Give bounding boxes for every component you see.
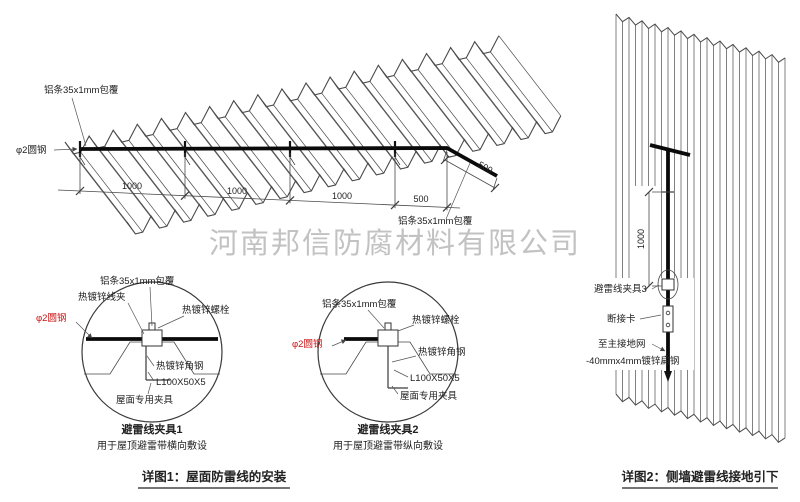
round-steel-label: φ2圆钢 — [292, 338, 322, 350]
clamp1-subtitle: 用于屋顶避雷带横向敷设 — [97, 439, 207, 452]
roof-callouts: 铝条35x1mm包覆 φ2圆钢 铝条35x1mm包覆 — [16, 84, 473, 227]
roof-lightning-wire — [78, 141, 498, 178]
dimension-label: 1000 — [122, 181, 142, 191]
fixture-label: 屋面专用夹具 — [116, 394, 174, 406]
angle-size-label: L100X50X5 — [410, 373, 460, 384]
detail1-caption-text: 详图1：屋面防雷线的安装 — [142, 469, 287, 484]
al-strip-label: 铝条35x1mm包覆 — [100, 275, 175, 287]
round-steel-label: φ2圆钢 — [36, 312, 66, 324]
bolt-label: 热镀锌螺栓 — [412, 314, 460, 326]
al-strip-label: 铝条35x1mm包覆 — [44, 84, 119, 96]
wire-clamp-marks — [78, 141, 401, 166]
dimension-label: 1000 — [332, 191, 352, 201]
wire-clip-label: 热镀锌线夹 — [78, 291, 126, 303]
al-strip-label: 铝条35x1mm包覆 — [322, 298, 397, 310]
detail2-caption: 详图2：侧墙避雷线接地引下 — [622, 469, 779, 489]
angle-steel-label: 热镀锌角钢 — [418, 346, 466, 358]
dimension-label: 1000 — [227, 186, 247, 196]
ground-arrow — [664, 371, 672, 382]
clamp2-subtitle: 用于屋顶避雷带纵向敷设 — [333, 439, 443, 452]
clamp-body — [141, 329, 163, 347]
detail2-caption-text: 详图2：侧墙避雷线接地引下 — [622, 469, 779, 484]
dimension-label: 500 — [413, 194, 428, 204]
angle-steel — [145, 346, 170, 381]
wall-annotations: 1000 避雷线夹具3 断接卡 至主接地网 -40mmx4mm镀锌扁钢 — [584, 143, 694, 382]
roof-side-dimension: 500 — [440, 149, 500, 193]
fixture-label: 屋面专用夹具 — [400, 390, 458, 402]
dimension-label: 1000 — [636, 229, 646, 249]
clamp2-title: 避雷线夹具2 — [357, 422, 418, 436]
detail-circle-clamp1: 铝条35x1mm包覆 热镀锌线夹 热镀锌螺栓 φ2圆钢 热镀锌角钢 L100X5… — [36, 275, 230, 452]
bolt-label: 热镀锌螺栓 — [182, 304, 230, 316]
flat-steel-label: -40mmx4mm镀锌扁钢 — [586, 355, 679, 367]
to-ground-label: 至主接地网 — [598, 338, 646, 350]
company-watermark: 河南邦信防腐材料有限公司 — [209, 227, 581, 260]
clamp-bolt — [384, 322, 392, 331]
angle-size-label: L100X50X5 — [156, 377, 206, 388]
clamp1-title: 避雷线夹具1 — [121, 422, 182, 436]
wall-clamp — [661, 278, 675, 291]
roof-dimension-chain: 1000 1000 1000 500 — [57, 152, 461, 212]
angle-steel — [387, 346, 408, 389]
clamp-body — [377, 329, 399, 347]
al-strip-label: 铝条35x1mm包覆 — [398, 215, 473, 227]
round-steel-label: φ2圆钢 — [16, 144, 46, 156]
corrugated-roof — [64, 35, 562, 235]
disconnect-label: 断接卡 — [607, 313, 636, 325]
detail-circle-clamp2: 铝条35x1mm包覆 热镀锌螺栓 φ2圆钢 热镀锌角钢 L100X50X5 屋面… — [292, 281, 466, 452]
clamp3-label: 避雷线夹具3 — [594, 283, 647, 295]
roof-belt-connection — [649, 143, 691, 157]
angle-steel-label: 热镀锌角钢 — [156, 360, 204, 372]
detail1-caption: 详图1：屋面防雷线的安装 — [138, 469, 290, 489]
disconnect-clamp — [662, 305, 674, 333]
